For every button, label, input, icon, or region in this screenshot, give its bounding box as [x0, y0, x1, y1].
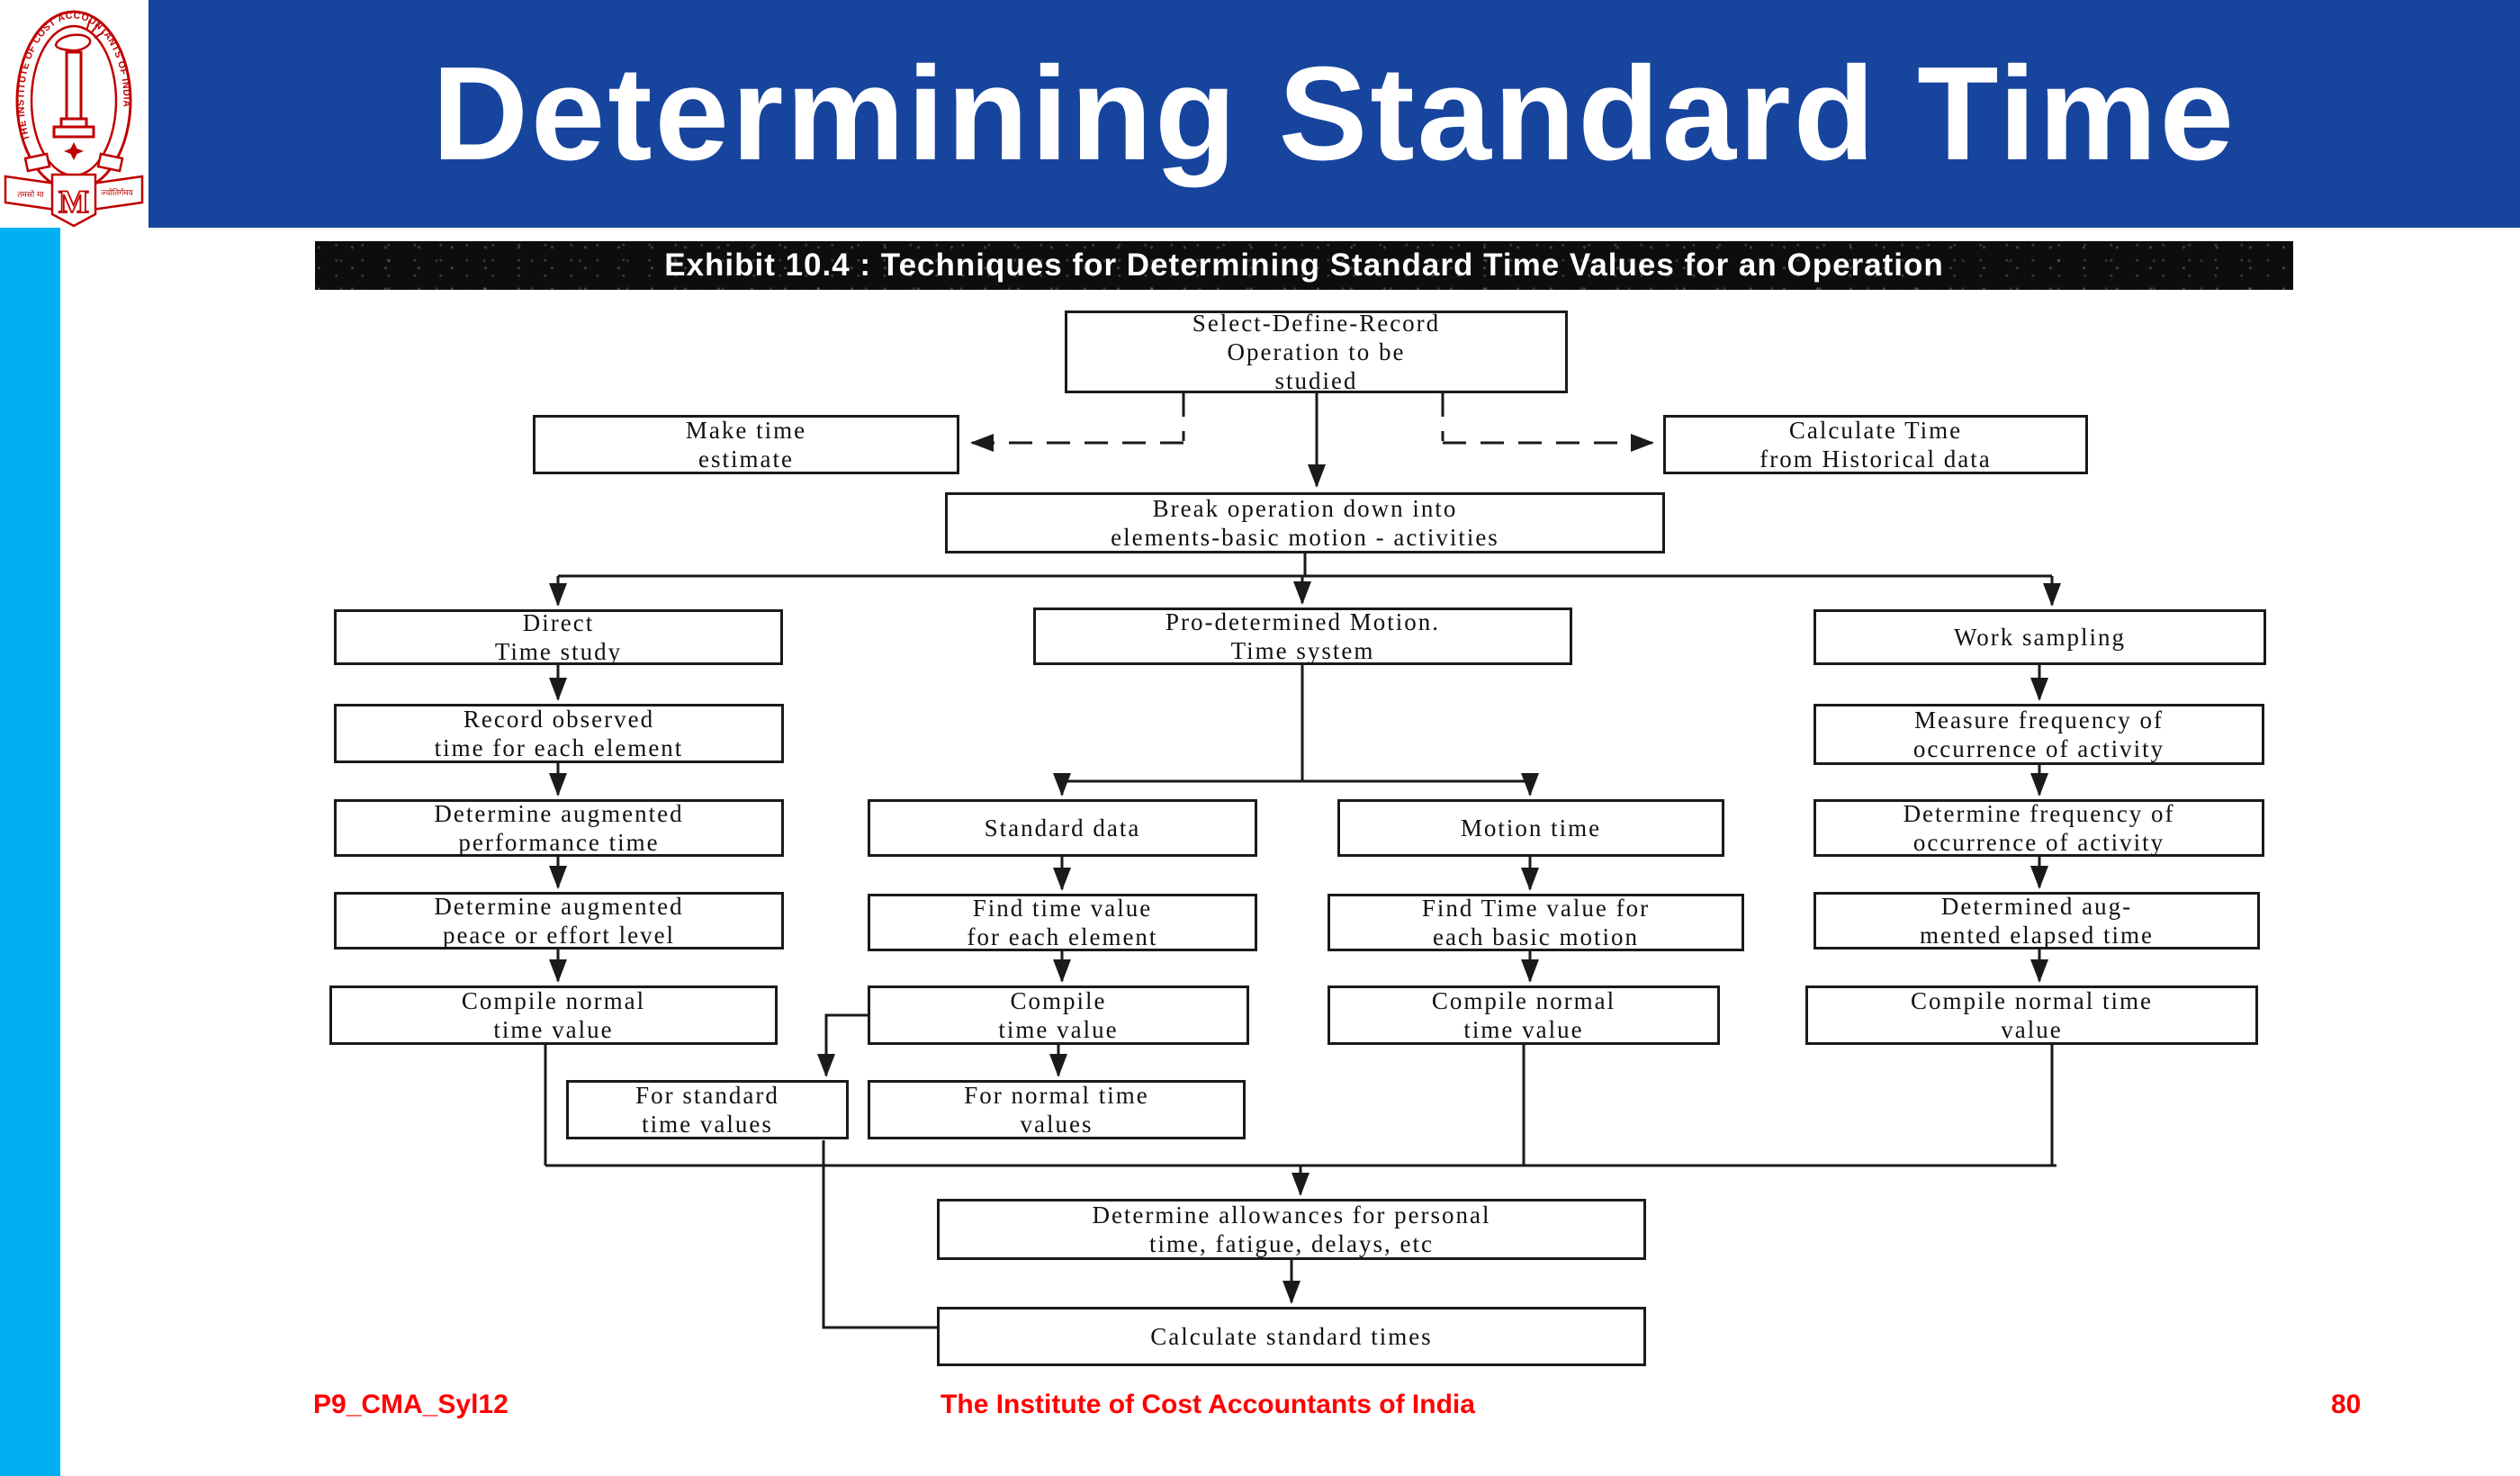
lamp-icon	[54, 19, 104, 52]
node-find-time-value-element: Find time value for each element	[868, 894, 1257, 951]
node-compile-normal-mid: Compile normal time value	[1328, 986, 1720, 1045]
node-compile-time-value: Compile time value	[868, 986, 1249, 1045]
node-break-operation-down: Break operation down into elements-basic…	[945, 492, 1665, 554]
node-determined-augmented-elapsed: Determined aug- mented elapsed time	[1814, 892, 2260, 950]
node-determine-allowances: Determine allowances for personal time, …	[937, 1199, 1646, 1260]
node-determine-augmented-performance: Determine augmented performance time	[334, 799, 784, 857]
node-select-define-record: Select-Define-Record Operation to be stu…	[1065, 310, 1568, 394]
ribbon-right-text: ज्योतिर्गमय	[101, 187, 134, 198]
node-calculate-standard-times: Calculate standard times	[937, 1307, 1646, 1366]
institute-logo: THE INSTITUTE OF COST ACCOUNTANTS OF IND…	[0, 0, 148, 228]
footer-course-code: P9_CMA_Syl12	[313, 1390, 508, 1419]
node-direct-time-study: Direct Time study	[334, 609, 783, 665]
footer-page-number: 80	[2331, 1390, 2362, 1419]
logo-monogram: M	[58, 184, 89, 220]
slide-title: Determining Standard Time	[432, 40, 2236, 188]
exhibit-heading-bar: Exhibit 10.4 : Techniques for Determinin…	[315, 241, 2293, 290]
node-record-observed-time: Record observed time for each element	[334, 704, 784, 763]
ribbon-left-text: तमसो मा	[17, 189, 44, 200]
node-measure-frequency: Measure frequency of occurrence of activ…	[1814, 704, 2264, 765]
node-pre-determined-motion: Pro-determined Motion. Time system	[1033, 608, 1572, 665]
node-find-time-value-motion: Find Time value for each basic motion	[1328, 894, 1744, 951]
node-for-normal-time-values: For normal time values	[868, 1080, 1246, 1139]
title-banner: Determining Standard Time	[0, 0, 2520, 228]
node-compile-normal-right: Compile normal time value	[1805, 986, 2258, 1045]
node-compile-normal-left: Compile normal time value	[329, 986, 778, 1045]
institute-emblem-icon: THE INSTITUTE OF COST ACCOUNTANTS OF IND…	[4, 10, 144, 228]
node-work-sampling: Work sampling	[1814, 609, 2266, 665]
node-motion-time: Motion time	[1337, 799, 1724, 857]
node-calculate-from-historical: Calculate Time from Historical data	[1663, 415, 2088, 474]
ribbon-icon	[4, 152, 144, 228]
node-determine-augmented-peace: Determine augmented peace or effort leve…	[334, 892, 784, 950]
node-for-standard-time-values: For standard time values	[566, 1080, 849, 1139]
node-make-time-estimate: Make time estimate	[533, 415, 959, 474]
left-accent-strip	[0, 228, 60, 1476]
footer-institute-name: The Institute of Cost Accountants of Ind…	[940, 1390, 1475, 1419]
node-determine-frequency: Determine frequency of occurrence of act…	[1814, 799, 2264, 857]
node-standard-data: Standard data	[868, 799, 1257, 857]
